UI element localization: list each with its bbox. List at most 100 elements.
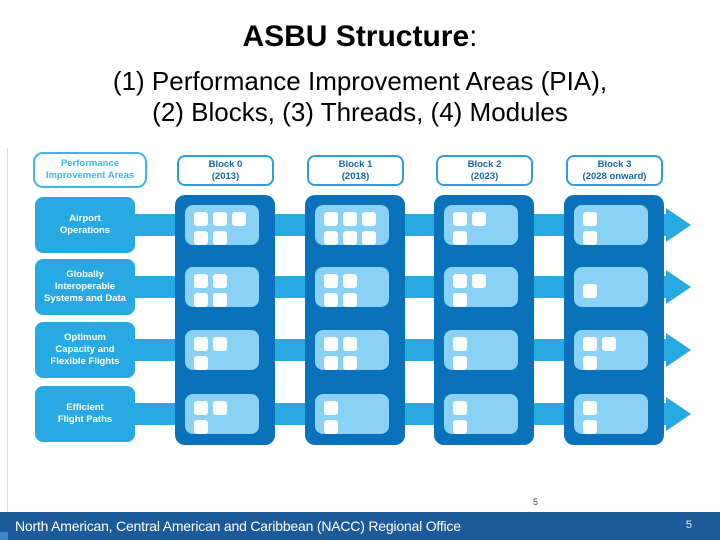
module-square [472, 274, 486, 288]
block-header-2: Block 2 (2023) [436, 155, 533, 186]
diagram-edge-line [7, 148, 8, 512]
module-square [362, 212, 376, 226]
module-square [194, 356, 208, 370]
block-1-name: Block 1 [338, 158, 373, 170]
module-square [324, 420, 338, 434]
module-square [343, 212, 357, 226]
pia-header-line-2: Improvement Areas [45, 170, 135, 181]
module-square [583, 337, 597, 351]
pia-1-line: Systems and Data [44, 293, 126, 304]
corner-accent [0, 532, 8, 540]
pia-3-line: Flight Paths [57, 414, 113, 425]
module-square [213, 337, 227, 351]
module-group-block0-row4 [185, 394, 259, 434]
module-square [194, 231, 208, 245]
module-square [343, 274, 357, 288]
pia-1-line: Interoperable [54, 281, 116, 292]
module-square [583, 212, 597, 226]
footer-office-text: North American, Central American and Car… [15, 518, 461, 534]
block-header-1: Block 1 (2018) [307, 155, 404, 186]
module-square [453, 420, 467, 434]
module-group-block1-row1 [315, 205, 389, 245]
module-group-block3-row1 [574, 205, 648, 245]
block-0-name: Block 0 [208, 158, 243, 170]
module-square [453, 337, 467, 351]
module-square [213, 212, 227, 226]
pia-2-line: Capacity and [55, 344, 115, 355]
module-group-block2-row4 [444, 394, 518, 434]
pia-2-line: Optimum [64, 332, 106, 343]
module-square [324, 401, 338, 415]
subtitle-line-1: (1) Performance Improvement Areas (PIA), [112, 66, 608, 96]
module-group-block1-row4 [315, 394, 389, 434]
module-group-block1-row3 [315, 330, 389, 370]
slide-title: ASBU Structure: [0, 20, 720, 54]
pia-label-airport-operations: Airport Operations [35, 197, 135, 253]
block-2-name: Block 2 [467, 158, 502, 170]
slide-subtitle: (1) Performance Improvement Areas (PIA),… [0, 66, 720, 128]
module-group-block2-row3 [444, 330, 518, 370]
module-square [583, 283, 597, 298]
module-square [194, 212, 208, 226]
module-square [194, 420, 208, 434]
module-group-block3-row3 [574, 330, 648, 370]
module-group-block1-row2 [315, 267, 389, 307]
pia-0-line: Airport [69, 213, 101, 224]
slide-title-text: ASBU Structure [242, 20, 470, 53]
block-column-0 [175, 195, 275, 445]
module-square [213, 293, 227, 307]
module-square [194, 274, 208, 288]
module-square [324, 293, 338, 307]
subtitle-line-2: (2) Blocks, (3) Threads, (4) Modules [152, 97, 568, 127]
pia-label-optimum-capacity: Optimum Capacity and Flexible Flights [35, 322, 135, 378]
module-square [213, 274, 227, 288]
module-square [453, 293, 467, 307]
module-square [453, 212, 467, 226]
block-column-1 [305, 195, 405, 445]
module-square [194, 337, 208, 351]
block-header-0: Block 0 (2013) [177, 155, 274, 186]
pia-1-line: Globally [66, 269, 104, 280]
module-group-block2-row1 [444, 205, 518, 245]
module-square [324, 231, 338, 245]
module-square [453, 231, 467, 245]
module-group-block0-row2 [185, 267, 259, 307]
module-square [583, 420, 597, 434]
module-square [324, 274, 338, 288]
module-group-block3-row2 [574, 267, 648, 307]
module-square [453, 356, 467, 370]
arrow-head-icon [666, 397, 691, 431]
module-square [324, 337, 338, 351]
module-square [343, 356, 357, 370]
block-header-3: Block 3 (2028 onward) [566, 155, 663, 186]
pia-0-line: Operations [59, 225, 111, 236]
module-square [343, 231, 357, 245]
module-square [362, 231, 376, 245]
arrow-head-icon [666, 333, 691, 367]
module-square [232, 212, 246, 226]
pia-column-header: Performance Improvement Areas [33, 152, 147, 188]
block-1-year: (2018) [341, 170, 370, 182]
module-square [213, 231, 227, 245]
module-square [453, 274, 467, 288]
pia-label-globally-interoperable: Globally Interoperable Systems and Data [35, 259, 135, 315]
pia-3-line: Efficient [66, 402, 104, 413]
module-square [583, 401, 597, 415]
slide-title-colon: : [469, 20, 478, 53]
pia-header-line-1: Performance [60, 158, 120, 169]
module-square [472, 212, 486, 226]
page-number: 5 [685, 519, 692, 531]
module-group-block3-row4 [574, 394, 648, 434]
pia-label-efficient-flight-paths: Efficient Flight Paths [35, 386, 135, 442]
pia-2-line: Flexible Flights [50, 356, 120, 367]
module-square [583, 356, 597, 370]
module-group-block2-row2 [444, 267, 518, 307]
module-square [213, 401, 227, 415]
footer-bar: North American, Central American and Car… [0, 512, 720, 540]
module-square [324, 356, 338, 370]
module-square [602, 337, 616, 351]
module-group-block0-row3 [185, 330, 259, 370]
block-column-3 [564, 195, 664, 445]
block-3-year: (2028 onward) [582, 170, 647, 182]
